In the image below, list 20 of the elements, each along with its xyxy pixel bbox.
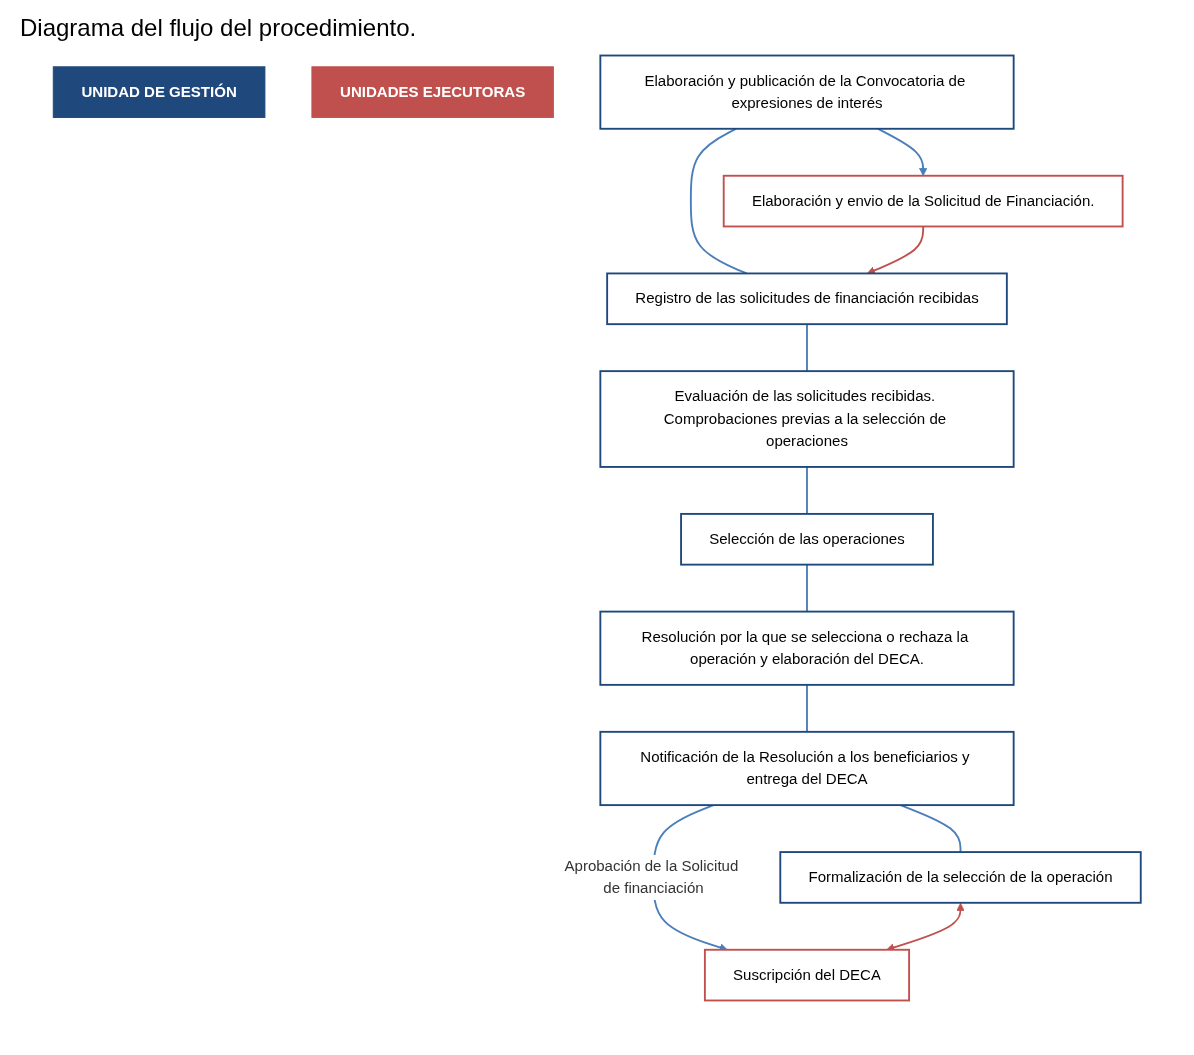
- connector: [806, 563, 808, 613]
- node-box: Selección de las operaciones: [680, 512, 934, 566]
- node-box: Evaluación de las solicitudes recibidas. Comprobaciones previas a la selección de operaciones: [599, 370, 1015, 468]
- node-box: Formalización de la selección de la operación: [779, 851, 1142, 904]
- node-box: Registro de las solicitudes de financiación recibidas: [606, 272, 1008, 326]
- edge-label: Aprobación de la Solicitud de financiación: [564, 857, 739, 897]
- arrow: [876, 127, 928, 177]
- node-box: UNIDADES EJECUTORAS: [311, 66, 554, 118]
- diagram-title: Diagrama del flujo del procedimiento.: [20, 14, 418, 42]
- connector: [806, 466, 808, 515]
- node-box: Elaboración y publicación de la Convocatoria de expresiones de interés: [599, 54, 1015, 130]
- connector: [806, 323, 808, 373]
- node-box: Suscripción del DECA: [703, 948, 911, 1002]
- arrow: [866, 225, 925, 275]
- node-box: Notificación de la Resolución a los beneficiarios y entrega del DECA: [599, 730, 1015, 807]
- connector: [806, 683, 808, 733]
- node-box: Elaboración y envio de la Solicitud de Financiación.: [722, 174, 1124, 228]
- connector: [689, 127, 748, 275]
- node-box: Resolución por la que se selecciona o rechaza la operación y elaboración del DECA.: [599, 610, 1015, 686]
- node-box: UNIDAD DE GESTIÓN: [52, 66, 266, 118]
